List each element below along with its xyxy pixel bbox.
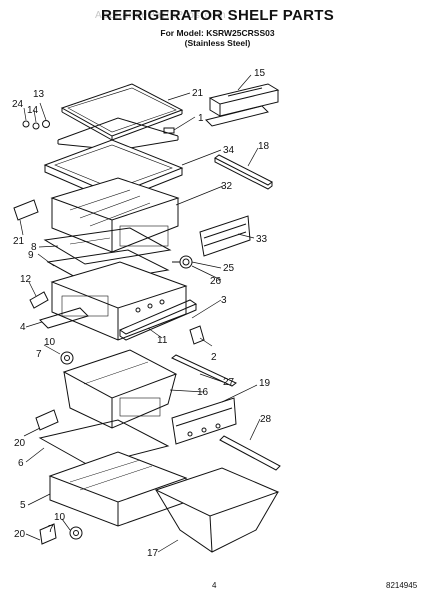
- callout-4: 4: [20, 322, 26, 333]
- callout-32: 32: [221, 181, 233, 192]
- callout-6: 6: [18, 458, 24, 469]
- finish-line: (Stainless Steel): [184, 38, 251, 48]
- callout-24: 21: [192, 88, 204, 99]
- callout-14: 14: [27, 105, 39, 116]
- callout-7a: 7: [36, 349, 42, 360]
- callout-33: 33: [256, 234, 268, 245]
- model-line: For Model: KSRW25CRSS03: [160, 28, 275, 38]
- callout-16: 16: [197, 387, 209, 398]
- part-knob: [172, 255, 193, 269]
- page-title: REFRIGERATOR SHELF PARTS: [100, 7, 335, 24]
- part-clip-bottom: [39, 523, 57, 545]
- callout-10a: 10: [44, 337, 56, 348]
- part-screw-upper: [60, 351, 74, 365]
- leader-lines: [19, 74, 261, 553]
- part-crisper-drawer-middle: [62, 349, 178, 429]
- callout-26: 25: [223, 263, 235, 274]
- part-shelf-rail-top: [205, 83, 280, 127]
- page-number: 4: [212, 581, 217, 590]
- callout-18: 18: [258, 141, 270, 152]
- callout-12: 12: [20, 274, 32, 285]
- part-crisper-cover: [199, 215, 251, 257]
- part-crisper-frame-upper: [50, 177, 180, 253]
- callout-2: 2: [211, 352, 217, 363]
- part-drawer-cover: [171, 397, 237, 445]
- watermark: AppliancePartsPros.com: [95, 10, 227, 21]
- callout-17: 17: [147, 548, 159, 559]
- callout-3: 3: [221, 295, 227, 306]
- callout-5: 5: [20, 500, 26, 511]
- callout-10b: 10: [54, 512, 66, 523]
- callout-19: 19: [259, 378, 271, 389]
- callout-labels: 21 1 34 15 18 32 33 25 26 3 2 11 27 19 1…: [12, 68, 272, 559]
- part-clip-lower: [35, 409, 59, 431]
- callout-13: 13: [33, 89, 45, 100]
- part-rail-lower: [118, 299, 198, 341]
- callout-28a: 27: [223, 377, 235, 388]
- callout-9: 9: [28, 250, 34, 261]
- part-side-rail: [214, 154, 273, 190]
- callout-15: 15: [254, 68, 266, 79]
- part-lower-frame: [29, 261, 188, 341]
- part-bottom-drawer: [154, 467, 280, 553]
- callout-28b: 28: [260, 414, 272, 425]
- callout-7b: 7: [48, 524, 54, 535]
- callout-27: 26: [210, 276, 222, 287]
- part-rail-right: [219, 435, 281, 471]
- callout-21a: 21: [13, 236, 25, 247]
- part-glass-shelf-framed: [43, 139, 184, 203]
- part-glass-sheet-lower: [38, 419, 170, 467]
- callout-20: 20: [14, 529, 26, 540]
- callout-11: 11: [157, 335, 168, 346]
- part-insert-sheet: [43, 227, 172, 265]
- part-clip-upper: [13, 199, 39, 221]
- part-screw-lower: [69, 526, 83, 540]
- callout-1: 1: [198, 113, 204, 124]
- part-small-fasteners: [22, 120, 50, 130]
- callout-25: 24: [12, 99, 24, 110]
- callout-8: 8: [31, 242, 37, 253]
- part-bracket: [189, 325, 205, 345]
- callout-21b: 20: [14, 438, 26, 449]
- callout-34: 34: [223, 145, 235, 156]
- part-rail-middle: [171, 354, 237, 387]
- document-number: 8214945: [386, 581, 418, 590]
